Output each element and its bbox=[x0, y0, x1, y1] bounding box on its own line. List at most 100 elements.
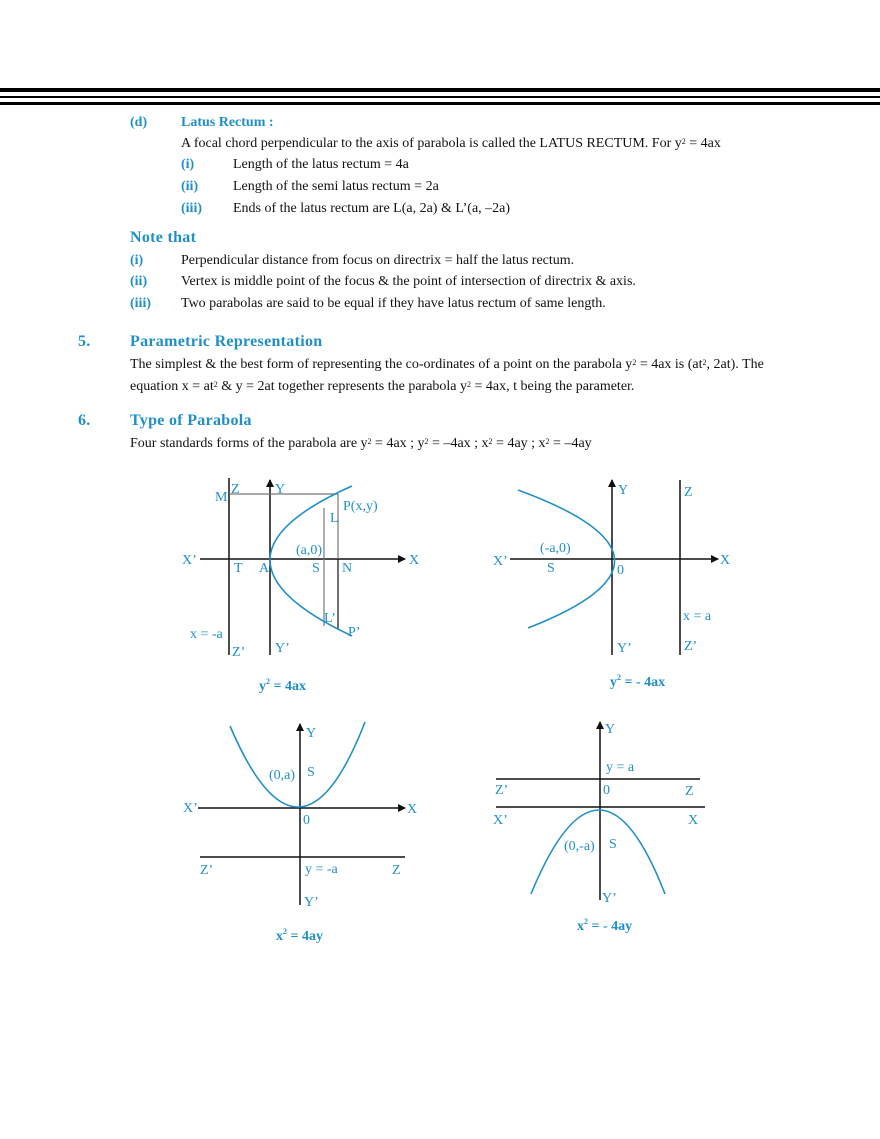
sec5-l2a: equation x = at bbox=[130, 379, 214, 394]
note-heading: Note that bbox=[130, 229, 197, 246]
latus-item-text: Ends of the latus rectum are L(a, 2a) & … bbox=[233, 201, 511, 216]
latus-item-text: Length of the semi latus rectum = 2a bbox=[233, 179, 439, 194]
label-X: X bbox=[688, 813, 698, 828]
sup: 2 bbox=[545, 437, 550, 446]
cap-sup: 2 bbox=[283, 927, 287, 936]
header-rule-thin bbox=[0, 96, 880, 98]
label-Y: Y bbox=[275, 482, 285, 497]
label-Y: Y bbox=[605, 722, 615, 737]
header-rule-thick bbox=[0, 88, 880, 92]
sec6-line: Four standards forms of the parabola are… bbox=[130, 435, 592, 453]
label-P: P(x,y) bbox=[343, 499, 378, 514]
sec5-line2: equation x = at2 & y = 2at together repr… bbox=[130, 378, 634, 396]
label-Z: Z bbox=[685, 784, 694, 799]
label-Zp: Z’ bbox=[232, 645, 245, 660]
sec5-num: 5. bbox=[78, 333, 91, 350]
label-O: 0 bbox=[603, 783, 610, 798]
note-item-text: Perpendicular distance from focus on dir… bbox=[181, 253, 575, 268]
cap-a: y bbox=[259, 679, 266, 694]
figure-y2-4ax: M Z Y P(x,y) L (a,0) X’ X T A S N L’ P’ … bbox=[182, 478, 419, 694]
label-O: 0 bbox=[617, 563, 624, 578]
label-Z: Z bbox=[684, 485, 693, 500]
sec5-line1: The simplest & the best form of represen… bbox=[130, 356, 764, 374]
cap-sup: 2 bbox=[617, 673, 621, 682]
label-Lp: L’ bbox=[324, 611, 336, 626]
label-S: S bbox=[547, 561, 555, 576]
sup: 2 bbox=[467, 380, 472, 389]
label-S: S bbox=[609, 837, 617, 852]
cap-b: = - 4ay bbox=[588, 919, 632, 934]
note-item-text: Two parabolas are said to be equal if th… bbox=[181, 296, 606, 311]
sup: 2 bbox=[367, 437, 372, 446]
figure-y2-neg4ax: Y Z (-a,0) X’ X S 0 x = a Z’ Y’ y2 = - 4… bbox=[493, 479, 730, 690]
sec6-num: 6. bbox=[78, 412, 91, 429]
label-Yp: Y’ bbox=[304, 895, 319, 910]
label-a0: (-a,0) bbox=[540, 541, 571, 556]
cap-b: = - 4ax bbox=[621, 675, 665, 690]
latus-item-text: Length of the latus rectum = 4a bbox=[233, 157, 409, 172]
label-X: X bbox=[409, 553, 419, 568]
figure-x2-neg4ay: Y y = a Z’ 0 Z X’ X (0,-a) S Y’ x2 = - 4… bbox=[493, 721, 705, 934]
latus-item-num: (iii) bbox=[181, 201, 202, 216]
label-N: N bbox=[342, 561, 352, 576]
latus-heading: Latus Rectum : bbox=[181, 115, 274, 130]
label-Y: Y bbox=[306, 726, 316, 741]
label-dir: y = a bbox=[606, 760, 635, 775]
label-Z: Z bbox=[392, 863, 401, 878]
parabola-curve bbox=[269, 485, 353, 637]
parabola-curve bbox=[530, 809, 666, 895]
parabola-curve bbox=[229, 721, 366, 808]
sec6-lc: = –4ax ; x bbox=[428, 436, 489, 451]
sec5-l2b: & y = 2at together represents the parabo… bbox=[217, 379, 468, 394]
sup: 2 bbox=[702, 358, 707, 367]
label-Pp: P’ bbox=[348, 625, 360, 640]
sec5-heading: Parametric Representation bbox=[130, 333, 323, 350]
label-Yp: Y’ bbox=[617, 641, 632, 656]
caption: x2 = - 4ay bbox=[577, 917, 632, 934]
latus-num: (d) bbox=[130, 115, 148, 130]
latus-intro-a: A focal chord perpendicular to the axis … bbox=[181, 136, 682, 151]
cap-b: = 4ay bbox=[287, 929, 323, 944]
sec6-la: Four standards forms of the parabola are… bbox=[130, 436, 368, 451]
label-Z: Z bbox=[231, 482, 240, 497]
latus-item-num: (ii) bbox=[181, 179, 199, 194]
sup: 2 bbox=[488, 437, 493, 446]
label-Xp: X’ bbox=[183, 801, 198, 816]
label-M: M bbox=[215, 490, 228, 505]
label-dir: x = a bbox=[683, 609, 712, 624]
label-Yp: Y’ bbox=[275, 641, 290, 656]
sup: 2 bbox=[213, 380, 218, 389]
latus-intro-sup: 2 bbox=[681, 137, 686, 146]
latus-intro-b: = 4ax bbox=[685, 136, 721, 151]
label-dir: x = -a bbox=[190, 627, 224, 642]
label-Xp: X’ bbox=[493, 554, 508, 569]
label-a0: (0,-a) bbox=[564, 839, 595, 854]
caption: x2 = 4ay bbox=[276, 927, 323, 944]
label-T: T bbox=[234, 561, 243, 576]
label-Xp: X’ bbox=[182, 553, 197, 568]
sec6-ld: = 4ay ; x bbox=[492, 436, 546, 451]
label-A: A bbox=[259, 561, 270, 576]
note-item-text: Vertex is middle point of the focus & th… bbox=[181, 274, 636, 289]
sup: 2 bbox=[424, 437, 429, 446]
label-Zp: Z’ bbox=[495, 783, 508, 798]
cap-sup: 2 bbox=[584, 917, 588, 926]
sec5-l1b: = 4ax is (at bbox=[636, 357, 703, 372]
label-Zp: Z’ bbox=[684, 639, 697, 654]
note-item-num: (i) bbox=[130, 253, 144, 268]
sec5-l2c: = 4ax, t being the parameter. bbox=[471, 379, 635, 394]
sec5-l1a: The simplest & the best form of represen… bbox=[130, 357, 633, 372]
label-L: L bbox=[330, 511, 339, 526]
label-Xp: X’ bbox=[493, 813, 508, 828]
caption: y2 = - 4ax bbox=[610, 673, 665, 690]
label-dir: y = -a bbox=[305, 862, 339, 877]
cap-a: x bbox=[276, 929, 283, 944]
figure-x2-4ay: Y (0,a) S X’ X 0 Z’ y = -a Z Y’ x2 = 4ay bbox=[183, 721, 417, 944]
latus-intro: A focal chord perpendicular to the axis … bbox=[181, 135, 721, 153]
label-a0: (0,a) bbox=[269, 768, 295, 783]
label-X: X bbox=[720, 553, 730, 568]
sec6-heading: Type of Parabola bbox=[130, 412, 252, 429]
label-O: 0 bbox=[303, 813, 310, 828]
cap-a: x bbox=[577, 919, 584, 934]
